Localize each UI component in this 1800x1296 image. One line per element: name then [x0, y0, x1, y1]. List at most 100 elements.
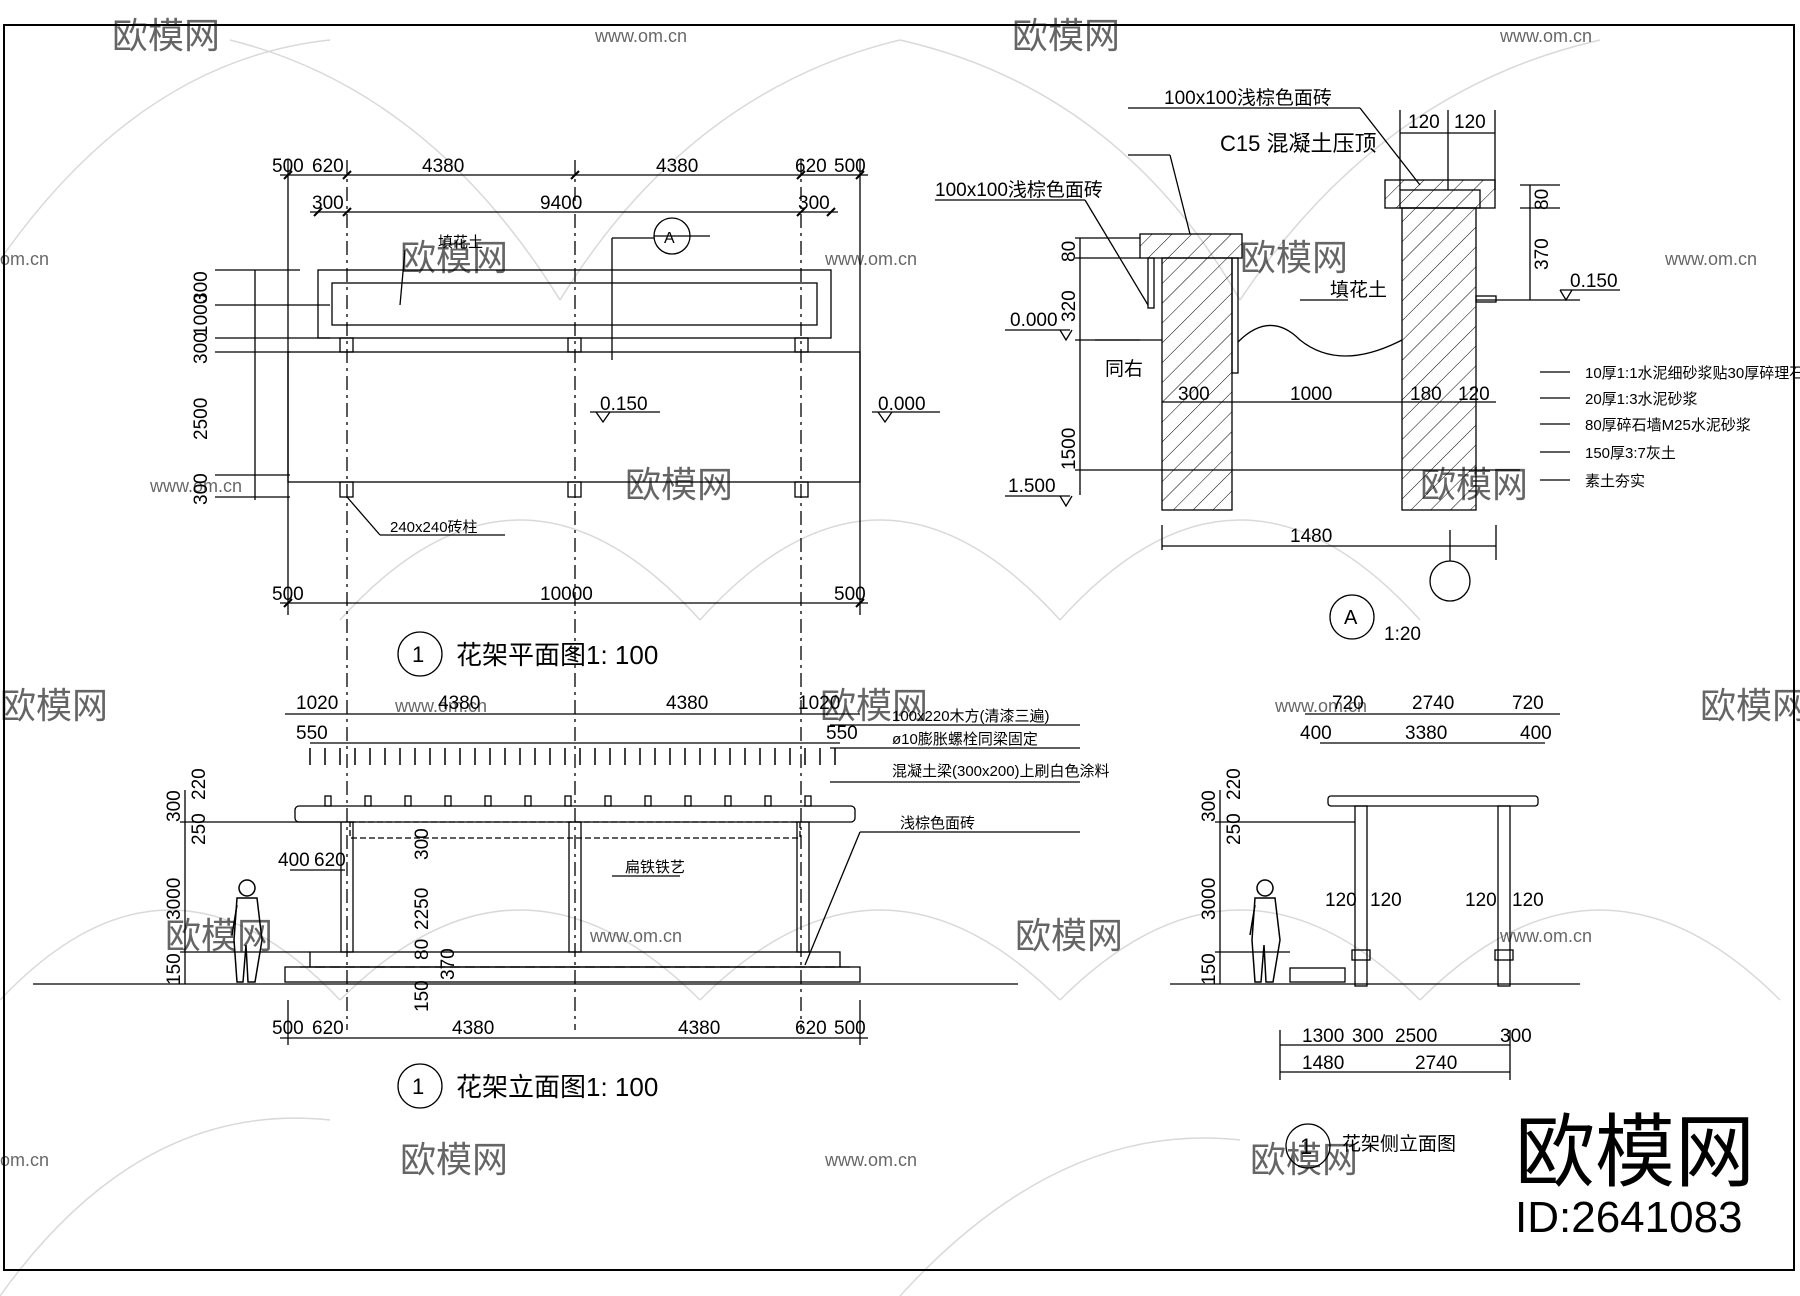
plan-index: 1 — [412, 642, 424, 667]
section-dim-mid-3: 180 — [1410, 384, 1442, 405]
section-dim-left-3: 1500 — [1059, 428, 1080, 470]
elev-dim-inner-5: 80 — [412, 939, 433, 960]
watermark-site-9: www.om.cn — [589, 926, 682, 946]
section-soil: 填花土 — [1330, 279, 1387, 301]
plan-dim-top-6: 500 — [834, 156, 866, 177]
elev-dim-bottom-5: 620 — [795, 1018, 827, 1039]
elev-index: 1 — [412, 1074, 424, 1099]
side-dim-left-1: 300 — [1199, 790, 1220, 822]
watermark-site-10: www.om.cn — [1499, 926, 1592, 946]
side-dim-bottom-4: 300 — [1500, 1026, 1532, 1047]
brand-logo-text: 欧模网 — [1515, 1108, 1755, 1197]
elev-dim-inner-6: 370 — [438, 948, 459, 980]
plan-dim-bottom-1: 500 — [272, 584, 304, 605]
elev-dim-top2-2: 550 — [826, 723, 858, 744]
elevation-joists — [309, 748, 836, 765]
section-label-tile-left: 100x100浅棕色面砖 — [935, 179, 1103, 201]
plan-dim-bottom-2: 10000 — [540, 584, 593, 605]
plan-dim-top-3: 4380 — [422, 156, 464, 177]
person-figure-side — [1249, 879, 1281, 983]
plan-dim-top2-1: 300 — [312, 193, 344, 214]
section-layer-1: 10厚1:1水泥细砂浆贴30厚碎理石 — [1585, 364, 1800, 382]
section-layer-4: 150厚3:7灰土 — [1585, 445, 1676, 462]
section-dim-mid-2: 1000 — [1290, 384, 1332, 405]
plan-dim-top2-3: 300 — [798, 193, 830, 214]
side-dim-top2-2: 3380 — [1405, 723, 1447, 744]
plan-dim-bottom-3: 500 — [834, 584, 866, 605]
section-dim-right-2: 370 — [1532, 238, 1553, 270]
section-dim-left-2: 320 — [1059, 290, 1080, 322]
section-layer-5: 素土夯实 — [1585, 473, 1645, 490]
side-elevation-text: 720 2740 720 400 3380 400 300 220 250 30… — [1199, 693, 1552, 1159]
section-label-tile-top: 100x100浅棕色面砖 — [1164, 87, 1332, 109]
elev-dim-bottom-1: 500 — [272, 1018, 304, 1039]
person-figure-front — [231, 879, 263, 983]
elev-label-beam: 混凝土梁(300x200)上刷白色涂料 — [892, 763, 1110, 780]
elev-dim-bottom-3: 4380 — [452, 1018, 494, 1039]
elev-dim-left-1: 300 — [164, 790, 185, 822]
elev-label-iron: 扁铁铁艺 — [625, 859, 685, 876]
side-index: 1 — [1300, 1134, 1312, 1159]
side-elevation-view — [1170, 713, 1580, 1169]
side-dim-mid-2: 120 — [1370, 890, 1402, 911]
watermark-site-6: www.om.cn — [149, 476, 242, 496]
section-label-cap: C15 混凝土压顶 — [1220, 131, 1376, 156]
plan-dim-top-2: 620 — [312, 156, 344, 177]
plan-title: 花架平面图1: 100 — [456, 640, 658, 670]
elev-dim-top2-1: 550 — [296, 723, 328, 744]
elev-label-timber: 100x220木方(清漆三遍) — [892, 708, 1050, 725]
watermark-site-1: www.om.cn — [594, 26, 687, 46]
watermark-brand-4: 欧模网 — [1240, 237, 1348, 278]
watermark-brand-10: 欧模网 — [165, 915, 273, 956]
section-level-1500: 1.500 — [1008, 476, 1056, 497]
sheet-border — [3, 24, 1795, 1271]
side-dim-left-4: 3000 — [1199, 878, 1220, 920]
elev-label-tile: 浅棕色面砖 — [900, 815, 975, 832]
watermark-site-12: www.om.cn — [824, 1150, 917, 1170]
elev-dim-inner-1: 400 — [278, 850, 310, 871]
side-dim-left-3: 250 — [1224, 813, 1245, 845]
watermark-brand-7: 欧模网 — [0, 685, 108, 726]
elevation-text: 1020 4380 4380 1020 550 550 100x220木方(清漆… — [164, 693, 1110, 1102]
section-level-0: 0.000 — [1010, 310, 1058, 331]
plan-level-inner: 0.150 — [600, 394, 648, 415]
elev-dim-left-5: 150 — [164, 953, 185, 985]
side-dim-top-3: 720 — [1512, 693, 1544, 714]
side-dim-mid-4: 120 — [1512, 890, 1544, 911]
section-dim-bottom: 1480 — [1290, 526, 1332, 547]
elev-dim-inner-7: 150 — [412, 980, 433, 1012]
watermark-site-3: om.cn — [0, 249, 49, 269]
elev-dim-left-2: 220 — [189, 768, 210, 800]
plan-level-outer: 0.000 — [878, 394, 926, 415]
watermark-brand-9: 欧模网 — [1700, 685, 1800, 726]
plan-dim-left-5: 300 — [191, 473, 212, 505]
section-level-150: 0.150 — [1570, 271, 1618, 292]
watermark-site-8: www.om.cn — [1274, 696, 1367, 716]
side-dim-top-2: 2740 — [1412, 693, 1454, 714]
section-dim-mid-4: 120 — [1458, 384, 1490, 405]
side-title: 花架侧立面图 — [1342, 1133, 1456, 1155]
watermark-site-11: om.cn — [0, 1150, 49, 1170]
elev-title: 花架立面图1: 100 — [456, 1072, 658, 1102]
side-dim-bottom2-2: 2740 — [1415, 1053, 1457, 1074]
plan-dim-top-5: 620 — [795, 156, 827, 177]
watermark-brand-2: 欧模网 — [1012, 15, 1120, 56]
plan-dim-left-2: 1000 — [191, 294, 212, 336]
elev-label-bolt: ø10膨胀螺栓同梁固定 — [892, 731, 1038, 748]
watermark-site-7: www.om.cn — [394, 696, 487, 716]
side-dim-bottom2-1: 1480 — [1302, 1053, 1344, 1074]
elev-dim-top-2: 4380 — [438, 693, 480, 714]
watermark-site-2: www.om.cn — [1499, 26, 1592, 46]
section-layer-2: 20厚1:3水泥砂浆 — [1585, 390, 1698, 408]
side-dim-mid-3: 120 — [1465, 890, 1497, 911]
plan-label-soil: 填花土 — [438, 234, 483, 251]
watermark-brand-12: 欧模网 — [400, 1139, 508, 1180]
watermark-site-5: www.om.cn — [1664, 249, 1757, 269]
section-dim-top-2: 120 — [1454, 112, 1486, 133]
plan-dim-left-1: 300 — [191, 271, 212, 303]
elev-dim-left-3: 250 — [189, 813, 210, 845]
plan-section-mark: A — [664, 230, 675, 247]
section-scale: 1:20 — [1384, 624, 1421, 645]
section-a-text: 100x100浅棕色面砖 C15 混凝土压顶 100x100浅棕色面砖 120 … — [935, 87, 1800, 645]
